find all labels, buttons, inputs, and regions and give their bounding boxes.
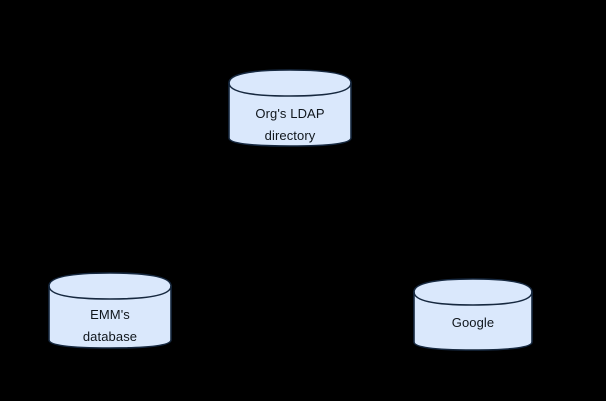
database-node-emm[interactable]: EMM's database <box>48 271 172 355</box>
database-node-ldap[interactable]: Org's LDAP directory <box>228 68 352 153</box>
database-cylinder-icon <box>228 69 352 147</box>
database-cylinder-icon <box>48 272 172 349</box>
database-cylinder-icon <box>413 278 533 351</box>
database-node-google[interactable]: Google <box>413 277 533 357</box>
